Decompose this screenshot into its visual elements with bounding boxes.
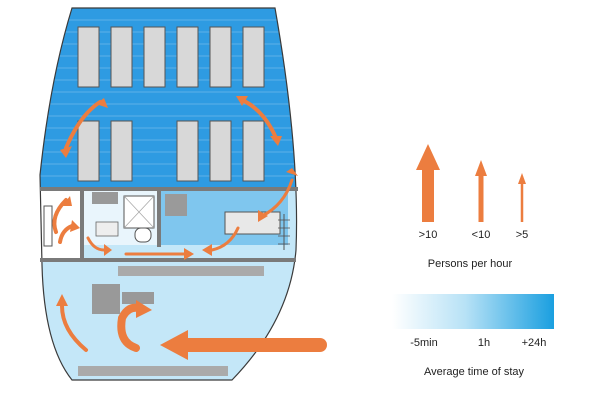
bed <box>176 120 199 182</box>
bunk-beds-row-top <box>77 26 265 88</box>
arrowhead <box>62 196 72 206</box>
table <box>122 292 154 304</box>
bed <box>110 120 133 182</box>
flow-arrow <box>60 304 88 352</box>
flow-arrowheads <box>56 96 298 360</box>
stay-tick-short: -5min <box>410 337 438 349</box>
arrowhead <box>136 300 152 318</box>
flow-legend-label-large: >10 <box>418 229 438 241</box>
cabinet <box>95 221 119 237</box>
flow-legend-arrows <box>416 144 526 222</box>
flow-arrow <box>58 224 74 244</box>
flow-arrows <box>52 98 327 352</box>
hull-outline <box>39 7 298 381</box>
table <box>92 284 120 314</box>
flow-legend-title: Persons per hour <box>427 258 513 270</box>
lobby-furniture <box>78 266 264 376</box>
bunk-beds-row-middle <box>77 120 265 182</box>
bed <box>143 26 166 88</box>
arrowhead <box>518 173 526 184</box>
bed <box>77 26 100 88</box>
arrowhead <box>70 220 80 232</box>
flow-arrow <box>260 178 294 218</box>
flow-arrow <box>210 226 240 252</box>
arrowhead <box>258 210 268 222</box>
arrowhead <box>286 168 298 176</box>
arrowhead <box>475 160 487 176</box>
wall <box>157 187 161 247</box>
arrowhead <box>416 144 440 170</box>
bench <box>78 366 228 376</box>
bathroom-fixtures <box>92 192 155 243</box>
interior-walls <box>40 187 298 262</box>
toilet <box>134 227 152 243</box>
bed <box>209 26 232 88</box>
hall-details <box>43 205 290 250</box>
stay-legend-title: Average time of stay <box>423 366 525 378</box>
bed <box>110 26 133 88</box>
wall <box>40 187 298 191</box>
stay-tick-long: +24h <box>521 337 547 349</box>
wall <box>186 187 290 191</box>
flow-arrow <box>52 198 68 234</box>
arrowhead <box>56 294 68 306</box>
flow-legend-label-small: >5 <box>515 229 529 241</box>
flow-arrow <box>86 236 106 252</box>
bed <box>242 26 265 88</box>
bed <box>77 120 100 182</box>
shelf <box>165 194 187 216</box>
arrowhead <box>202 244 212 256</box>
bench <box>118 266 264 276</box>
stay-gradient-bar <box>392 294 554 329</box>
arrowhead <box>236 96 248 106</box>
bed <box>176 26 199 88</box>
stay-tick-medium: 1h <box>477 337 491 349</box>
arrowhead <box>104 244 112 256</box>
flow-arrow <box>117 303 142 352</box>
arrowhead <box>60 146 72 158</box>
arrowhead <box>96 98 108 108</box>
flow-legend-label-medium: <10 <box>471 229 491 241</box>
bed <box>242 120 265 182</box>
sofa <box>224 211 281 235</box>
wall <box>40 258 296 262</box>
dormitory-zone <box>40 8 297 190</box>
arrowhead <box>160 330 188 360</box>
arrowhead <box>184 248 194 260</box>
bed <box>209 120 232 182</box>
flow-arrow <box>64 100 102 150</box>
wall <box>80 187 84 260</box>
door <box>43 205 53 247</box>
flow-arrow <box>240 98 278 140</box>
sink <box>92 192 118 204</box>
arrowhead <box>270 136 282 146</box>
